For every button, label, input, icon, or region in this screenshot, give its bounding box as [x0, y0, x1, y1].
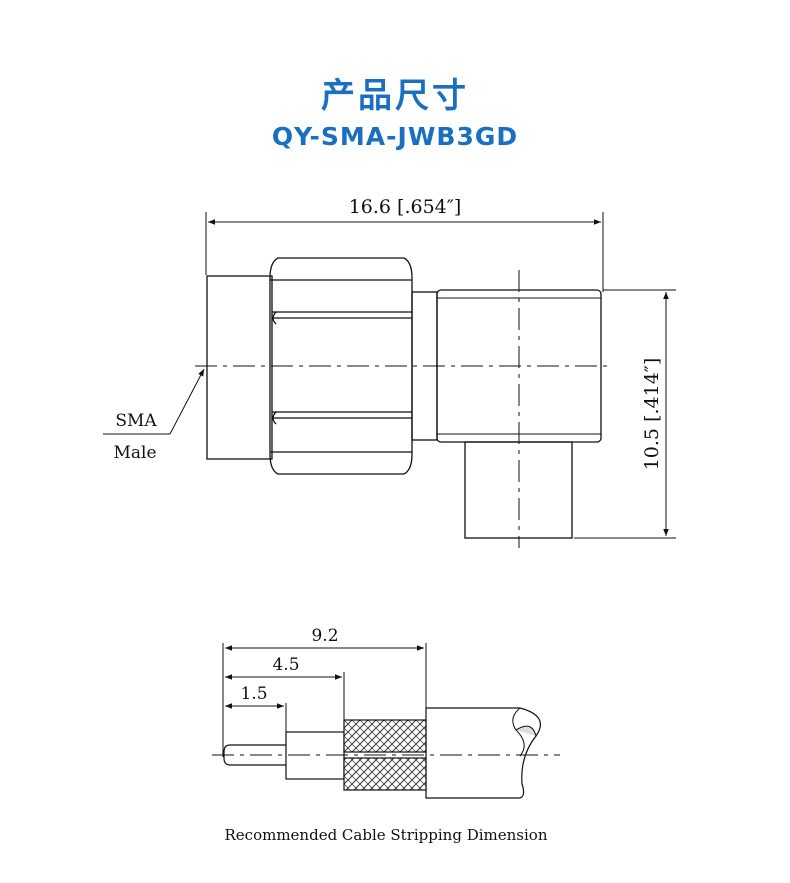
braid-shield-upper: [343, 719, 427, 753]
dim-label-outer: 9.2: [311, 626, 338, 646]
dim-label-inner: 1.5: [240, 684, 267, 704]
dim-label-middle: 4.5: [272, 655, 299, 675]
braid-shield-lower: [343, 757, 427, 791]
stripping-caption: Recommended Cable Stripping Dimension: [225, 826, 548, 844]
callout-sma: SMA: [115, 411, 157, 431]
connector-side-view: [103, 212, 676, 548]
model-number: QY-SMA-JWB3GD: [271, 122, 519, 151]
callout-male: Male: [113, 443, 156, 463]
height-label: 10.5 [.414″]: [641, 358, 663, 471]
cable-stripping-view: [212, 643, 560, 799]
width-label: 16.6 [.654″]: [349, 196, 462, 218]
page-title: 产品尺寸: [321, 76, 469, 116]
callout-leader-line: [169, 368, 205, 435]
